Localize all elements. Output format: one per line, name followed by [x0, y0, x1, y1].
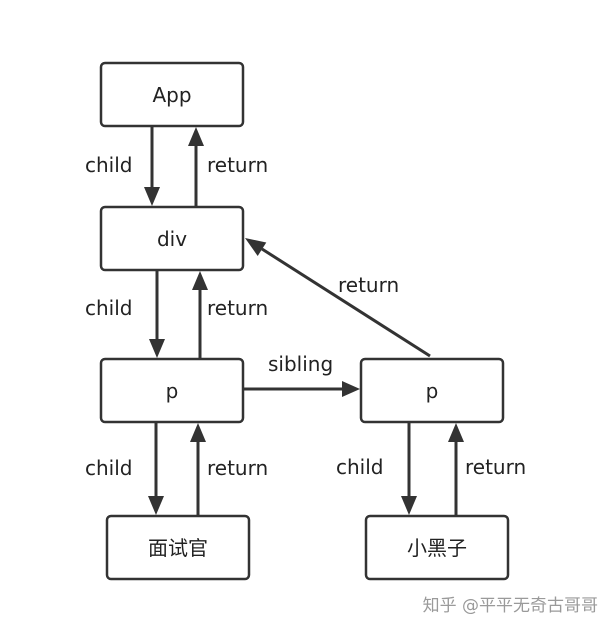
edge-label-child-1: child — [85, 153, 132, 177]
node-interviewer: 面试官 — [105, 514, 251, 581]
edge-label-return-2: return — [207, 296, 268, 320]
node-p-right-label: p — [426, 379, 439, 403]
edge-xiaoheizi-p-right-return — [448, 423, 464, 515]
node-app: App — [99, 61, 245, 128]
edge-label-child-4: child — [336, 455, 383, 479]
edge-label-return-4: return — [465, 455, 526, 479]
edge-label-return-1: return — [207, 153, 268, 177]
edge-p-div-return — [192, 271, 208, 358]
edge-label-return-3: return — [207, 456, 268, 480]
node-app-label: App — [152, 83, 191, 107]
edge-p-right-div-return — [245, 238, 431, 358]
edge-div-app-return — [188, 127, 204, 206]
edge-label-return-diagonal: return — [338, 273, 399, 297]
edge-label-sibling: sibling — [268, 352, 333, 376]
node-p-right: p — [359, 357, 505, 424]
edge-p-interviewer-child — [148, 423, 164, 515]
node-p-left-label: p — [166, 379, 179, 403]
watermark-text: 知乎 @平平无奇古哥哥 — [423, 596, 598, 616]
node-p-left: p — [99, 357, 245, 424]
edge-p-p-sibling — [244, 381, 360, 397]
edge-interviewer-p-return — [190, 423, 206, 515]
node-xiaoheizi: 小黑子 — [364, 514, 510, 581]
edge-div-p-child — [149, 271, 165, 358]
node-div-label: div — [157, 227, 187, 251]
edge-app-div-child — [144, 127, 160, 206]
node-xiaoheizi-label: 小黑子 — [407, 536, 467, 560]
edge-p-right-xiaoheizi-child — [401, 423, 417, 515]
edge-label-child-2: child — [85, 296, 132, 320]
edge-label-child-3: child — [85, 456, 132, 480]
node-interviewer-label: 面试官 — [148, 536, 208, 560]
node-div: div — [99, 205, 245, 272]
